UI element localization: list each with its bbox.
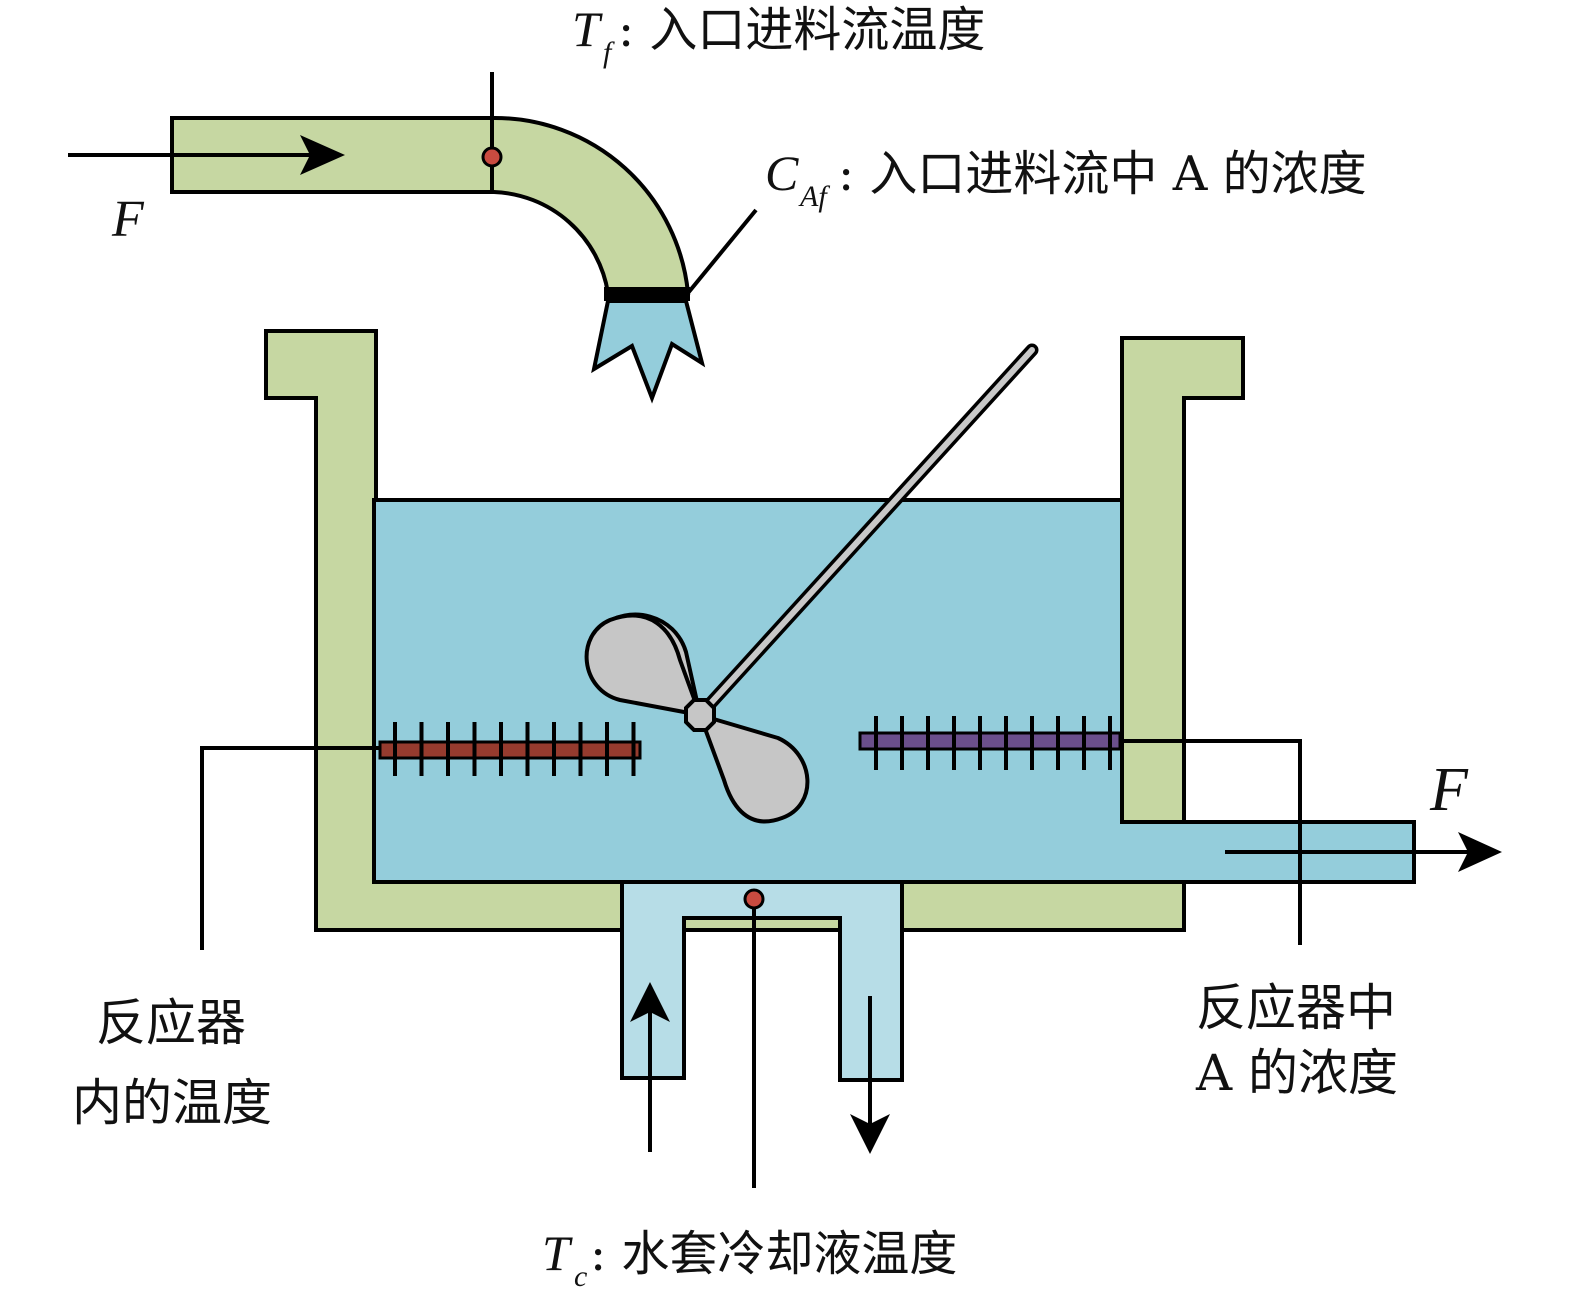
svg-text:C: C <box>765 145 799 201</box>
impeller-blade-lower <box>698 713 810 824</box>
svg-text:: 入口进料流温度: : 入口进料流温度 <box>618 2 985 58</box>
conc-sensor-probe <box>858 731 1122 751</box>
svg-text:: 水套冷却液温度: : 水套冷却液温度 <box>590 1226 957 1282</box>
svg-text:内的温度: 内的温度 <box>72 1074 272 1132</box>
reactor-temp-label: 反应器 内的温度 <box>72 994 272 1132</box>
coolant-temp-sensor-dot <box>743 888 765 910</box>
impeller-blade-upper-fix <box>584 613 702 717</box>
svg-text:Af: Af <box>798 180 830 213</box>
svg-text:f: f <box>603 36 615 69</box>
outlet-flow-label: F <box>1429 756 1469 824</box>
coolant-in-arrow-head <box>630 982 670 1022</box>
temp-sensor-ticks <box>393 722 636 776</box>
svg-text:A 的浓度: A 的浓度 <box>1195 1044 1398 1102</box>
reactor-conc-leader <box>1120 739 1302 945</box>
feed-conc-leader <box>686 208 758 295</box>
coolant-channel <box>620 876 904 1082</box>
coolant-out-arrow-head <box>850 1114 890 1154</box>
conc-sensor-ticks <box>874 716 1112 770</box>
inlet-arrow-head <box>300 135 345 175</box>
svg-text:: 入口进料流中 A 的浓度: : 入口进料流中 A 的浓度 <box>838 146 1367 202</box>
inlet-flow-label: F <box>111 191 145 248</box>
feed-spray <box>591 299 706 404</box>
feed-temp-label: T f : 入口进料流温度 <box>572 1 985 69</box>
reactor-conc-label: 反应器中 A 的浓度 <box>1195 979 1398 1102</box>
outlet-arrow-head <box>1458 832 1502 872</box>
svg-text:T: T <box>542 1225 573 1281</box>
coolant-temp-label: T c : 水套冷却液温度 <box>542 1225 957 1293</box>
reactor-temp-leader <box>200 746 380 950</box>
temp-sensor-probe <box>378 740 642 760</box>
feed-conc-label: C Af : 入口进料流中 A 的浓度 <box>765 145 1367 213</box>
feed-temp-sensor-dot <box>481 146 503 168</box>
svg-text:反应器中: 反应器中 <box>1196 979 1396 1037</box>
inlet-pipe <box>170 115 691 295</box>
impeller-hub <box>684 698 716 732</box>
svg-text:c: c <box>574 1260 587 1293</box>
reactor-liquid <box>372 498 1416 884</box>
svg-text:T: T <box>572 1 603 57</box>
nozzle-band <box>604 287 690 301</box>
svg-text:反应器: 反应器 <box>96 994 246 1052</box>
stirrer-shaft <box>697 347 1035 718</box>
